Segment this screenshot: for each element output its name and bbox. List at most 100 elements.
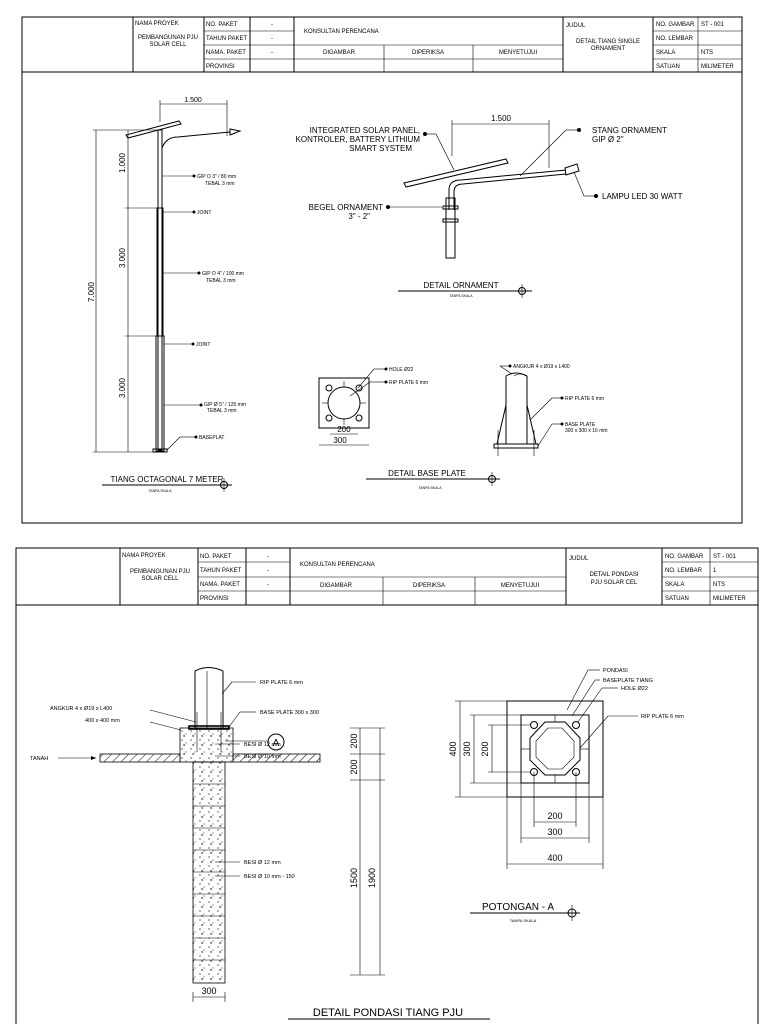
ornament-panel-label: INTEGRATED SOLAR PANEL,	[310, 126, 420, 135]
pondasi-pile-cap	[179, 727, 234, 763]
pondasi-pole	[194, 671, 224, 728]
pole-top-width: 1.500	[184, 97, 202, 104]
tb1-skala-label: SKALA	[656, 50, 675, 56]
ornament-begel-label: BEGEL ORNAMENT	[309, 203, 383, 212]
tb1-provinsi-label: PROVINSI	[206, 64, 235, 70]
tb2-satuan-label: SATUAN	[665, 596, 689, 602]
pondasi-besi12a: BESI Ø 12 mm	[244, 742, 281, 748]
tb2-menyetujui: MENYETUJUI	[501, 583, 540, 589]
ornament-stang-label: STANG ORNAMENT	[592, 126, 667, 135]
tb2-tahun-paket-label: TAHUN PAKET	[200, 568, 241, 574]
pole-dim-seg3: 3.000	[118, 377, 127, 398]
potongan-octagon-pole	[529, 721, 581, 776]
pole-baseplate	[152, 448, 168, 453]
pole-dim-seg1: 1.000	[118, 152, 127, 173]
pondasi-dim-200b: 200	[349, 759, 359, 774]
pondasi-base-label: BASE PLATE 300 x 300	[260, 710, 319, 716]
title-block-1: NAMA PROYEK PEMBANGUNAN PJU SOLAR CELL N…	[22, 17, 742, 73]
baseplate-rip-label: RIP PLATE 6 mm	[389, 380, 428, 386]
pole-dim-total: 7.000	[87, 281, 96, 302]
tb2-nama-paket-value: -	[267, 582, 269, 588]
tb1-no-gambar-value: ST - 001	[701, 22, 725, 28]
pondasi-base-plate	[188, 725, 230, 730]
pondasi-dim-200a: 200	[349, 733, 359, 748]
tb2-skala-label: SKALA	[665, 582, 684, 588]
tb1-diperiksa: DIPERIKSA	[412, 50, 444, 56]
pondasi-ground-left	[99, 753, 181, 763]
pondasi-size-label: 400 x 400 mm	[85, 718, 120, 724]
title-block-2: NAMA PROYEK PEMBANGUNAN PJU SOLAR CELL N…	[16, 548, 758, 606]
pole-baseplat-label: BASEPLAT	[199, 435, 224, 441]
detail-ornament: 1.500 INTEGRATED SOLAR PANEL, KONTROLER,…	[296, 114, 683, 298]
pondasi-dim-1900: 1900	[367, 868, 377, 888]
tb1-no-paket-value: -	[271, 22, 273, 28]
potongan-title: POTONGAN - A	[482, 902, 554, 913]
ornament-panel-label-3: SMART SYSTEM	[349, 144, 412, 153]
pondasi-besi12b: BESI Ø 12 mm	[244, 860, 281, 866]
pole-shaft-top	[157, 129, 163, 451]
baseplate-title: DETAIL BASE PLATE	[388, 469, 466, 478]
ornament-arm	[448, 169, 567, 210]
pole-elevation: 1.500 7.000 1.000 3.000 3.000 GIP O 3" /…	[87, 97, 246, 493]
tb1-nama-proyek-label: NAMA PROYEK	[135, 21, 179, 27]
tb2-no-lembar-value: 1	[713, 568, 717, 574]
tb2-tahun-paket-value: -	[267, 568, 269, 574]
sheet-1-border	[21, 16, 743, 524]
pondasi-section-mark	[267, 733, 285, 751]
ornament-panel-label-2: KONTROLER, BATTERY LITHIUM	[296, 135, 421, 144]
tb1-tahun-paket-value: -	[271, 36, 273, 42]
pole-title: TIANG OCTAGONAL 7 METER	[111, 475, 224, 484]
ornament-pole	[445, 197, 456, 259]
tb2-satuan-value: MILIMETER	[713, 596, 746, 602]
ornament-begel-label-2: 3" - 2"	[348, 212, 370, 221]
tb1-digambar: DIGAMBAR	[323, 50, 356, 56]
tb1-nama-paket-label: NAMA. PAKET	[206, 50, 246, 56]
detail-base-plate: 200 300 HOLE Ø22 RIP PLATE 6 mm ANGKUR 4…	[318, 364, 608, 490]
tb2-diperiksa: DIPERIKSA	[413, 583, 445, 589]
tb2-no-paket-value: -	[267, 554, 269, 560]
ornament-width: 1.500	[491, 114, 512, 123]
baseplate-elev-pole	[505, 376, 528, 444]
baseplate-base-label: BASE PLATE	[565, 422, 596, 428]
tb2-nama-paket-label: NAMA. PAKET	[200, 582, 240, 588]
pole-subtitle: TANPA SKALA	[148, 489, 172, 493]
tb1-no-lembar-label: NO. LEMBAR	[656, 36, 694, 42]
tb2-judul-value: DETAIL PONDASI	[589, 572, 638, 578]
tb2-nama-proyek-value-2: SOLAR CELL	[141, 576, 179, 582]
tb1-no-gambar-label: NO. GAMBAR	[656, 22, 695, 28]
pole-gip5-label-2: TEBAL 3 mm	[207, 408, 237, 414]
pole-gip5-label: GIP Ø 5" / 125 mm	[204, 402, 246, 408]
potongan-hole-label: HOLE Ø22	[621, 686, 648, 692]
potongan-subtitle: TANPA SKALA	[510, 918, 537, 923]
pole-gip4-label: GIP O 4" / 100 mm	[202, 271, 244, 277]
potongan-dim-300h: 300	[547, 827, 562, 837]
pondasi-angkur-label: ANGKUR 4 x Ø19 x L400	[50, 706, 112, 712]
potongan-rip-label: RIP PLATE 6 mm	[641, 714, 684, 720]
tb1-judul-label: JUDUL	[566, 23, 586, 29]
sheet-2: NAMA PROYEK PEMBANGUNAN PJU SOLAR CELL N…	[15, 547, 759, 1024]
potongan-pondasi-outline	[506, 700, 604, 798]
potongan-a: PONDASI BASEPLATE TIANG HOLE Ø22 RIP PLA…	[448, 668, 684, 923]
pole-joint1-label: JOINT	[197, 210, 211, 216]
potongan-dim-200v: 200	[480, 741, 490, 756]
pondasi-dim-300: 300	[201, 986, 216, 996]
ornament-lampu-label: LAMPU LED 30 WATT	[602, 192, 683, 201]
potongan-pondasi-label: PONDASI	[603, 668, 628, 674]
ornament-lamp-icon	[564, 163, 580, 176]
pole-dim-seg2: 3.000	[118, 247, 127, 268]
baseplate-dim-200: 200	[337, 425, 351, 434]
tb2-konsultan: KONSULTAN PERENCANA	[300, 562, 375, 568]
tb2-skala-value: NTS	[713, 582, 725, 588]
tb2-provinsi-label: PROVINSI	[200, 596, 229, 602]
pondasi-besi10a: BESI Ø 10 mm	[244, 754, 281, 760]
pondasi-tanah-label: TANAH	[30, 756, 48, 762]
tb2-judul-value-2: PJU SOLAR CEL	[591, 580, 638, 586]
baseplate-rip2-label: RIP PLATE 6 mm	[565, 396, 604, 402]
pole-arm	[161, 131, 231, 149]
sheet-1: NAMA PROYEK PEMBANGUNAN PJU SOLAR CELL N…	[21, 16, 743, 524]
tb1-judul-value: DETAIL TIANG SINGLE	[576, 39, 640, 45]
pondasi-besi10b: BESI Ø 10 mm - 150	[244, 874, 295, 880]
pole-gip3-label-2: TEBAL 3 mm	[205, 181, 235, 187]
tb2-no-gambar-label: NO. GAMBAR	[665, 554, 704, 560]
